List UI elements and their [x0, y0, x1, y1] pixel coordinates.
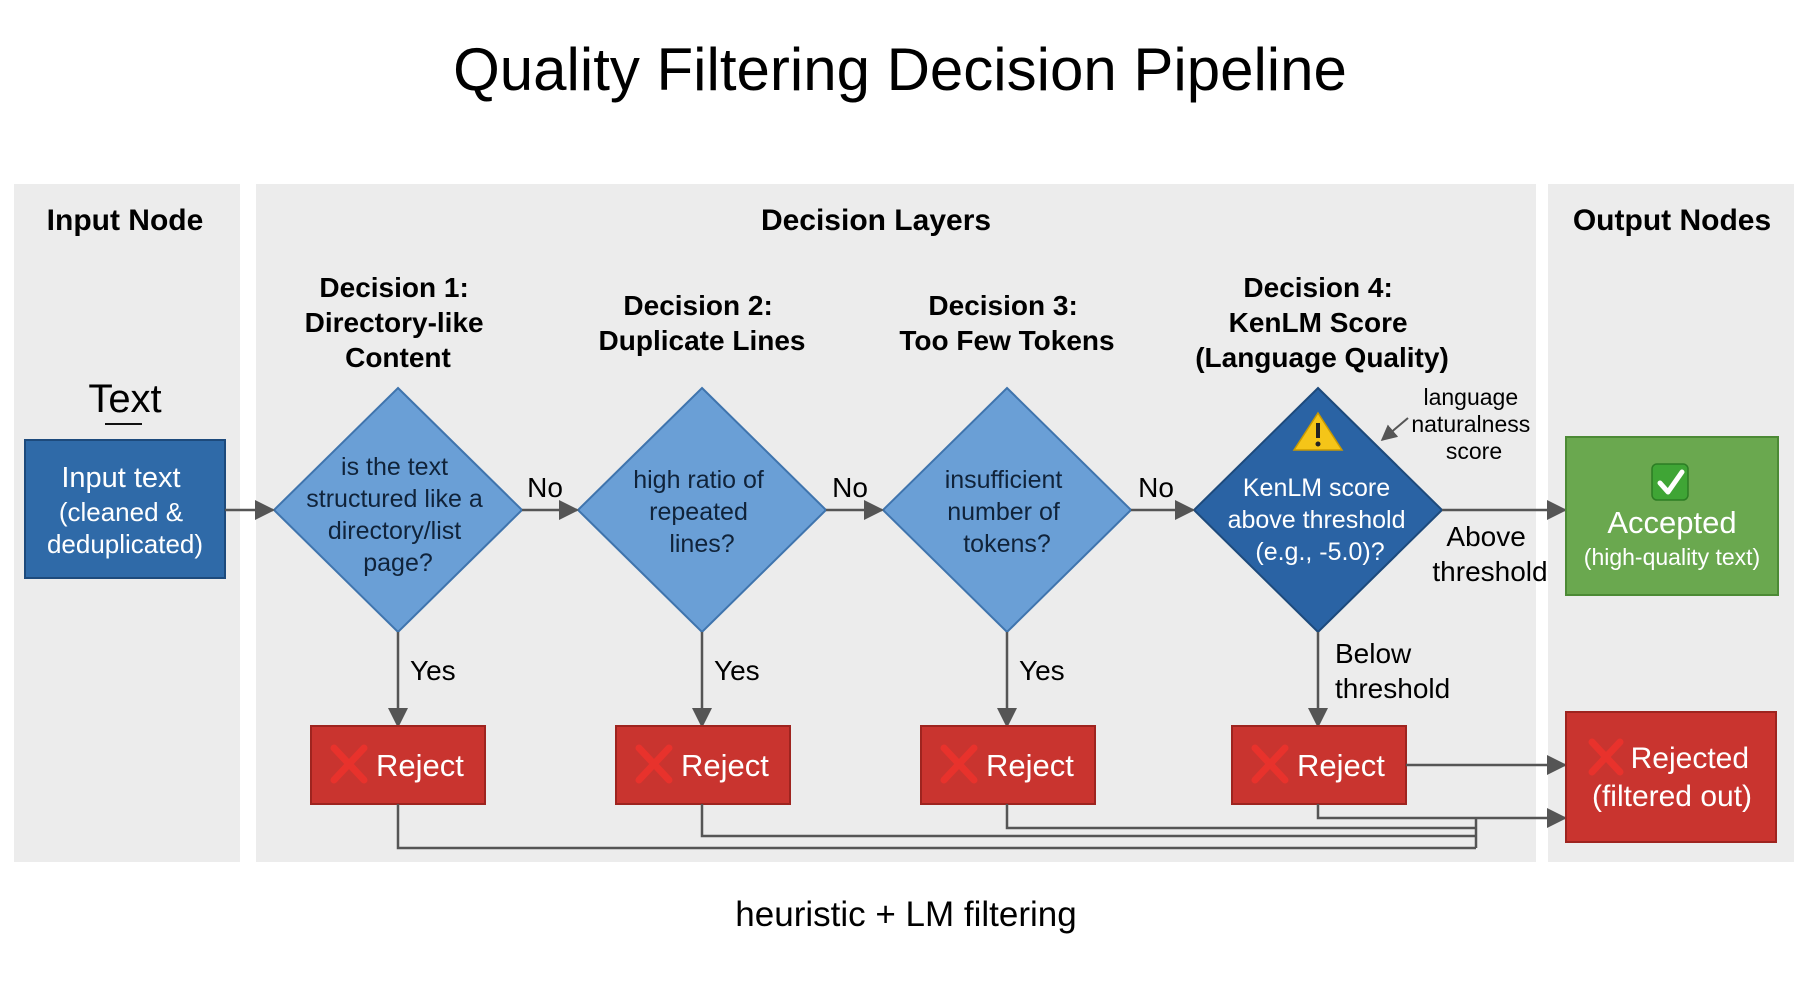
input-box-line: Input text [61, 462, 180, 494]
decision-3-title: Decision 3: Too Few Tokens [899, 290, 1114, 356]
reject-label: Reject [376, 748, 464, 783]
edge-label-above: Above threshold [1432, 521, 1547, 587]
accepted-sub: (high-quality text) [1584, 544, 1760, 570]
red-x-icon [940, 744, 978, 784]
decision-2-question: high ratio of repeated lines? [633, 466, 771, 558]
red-x-icon [1251, 744, 1289, 784]
decision-4-question: KenLM score above threshold (e.g., -5.0)… [1228, 474, 1413, 566]
edge-label-no: No [1138, 472, 1174, 503]
rejected-label: Rejected (filtered out) [1592, 742, 1757, 813]
decision-3-question: insufficient number of tokens? [945, 466, 1070, 558]
reject-box-1: Reject [310, 725, 486, 805]
edge-label-yes: Yes [410, 655, 456, 686]
decision-1-title: Decision 1: Directory-like Content [305, 272, 492, 373]
reject-box-3: Reject [920, 725, 1096, 805]
reject-label: Reject [1297, 748, 1385, 783]
red-x-icon [330, 744, 368, 784]
accepted-label: Accepted [1607, 505, 1736, 540]
warning-icon [1292, 411, 1344, 451]
diagram-caption: heuristic + LM filtering [735, 895, 1076, 934]
red-x-icon [635, 744, 673, 784]
section-title-input: Input Node [47, 204, 204, 237]
accepted-box: Accepted (high-quality text) [1565, 436, 1779, 596]
route-reject1 [396, 804, 1476, 850]
section-title-decisions: Decision Layers [761, 204, 991, 237]
check-icon [1651, 463, 1689, 501]
reject-box-4: Reject [1231, 725, 1407, 805]
input-box-line: deduplicated) [47, 529, 203, 559]
edge-label-yes: Yes [714, 655, 760, 686]
annotation-arrow [1380, 417, 1409, 442]
input-box-line: (cleaned & [59, 497, 183, 527]
reject-box-2: Reject [615, 725, 791, 805]
edge-label-no: No [527, 472, 563, 503]
edge-label-yes: Yes [1019, 655, 1065, 686]
route-reject4-bottom [1316, 804, 1476, 820]
kenlm-annotation: language naturalness score [1411, 384, 1536, 464]
rejected-box: Rejected (filtered out) [1565, 711, 1777, 843]
diagram-title: Quality Filtering Decision Pipeline [453, 36, 1347, 103]
edge-label-no: No [832, 472, 868, 503]
red-x-icon [1588, 738, 1624, 776]
input-heading: Text [88, 377, 161, 421]
section-title-output: Output Nodes [1573, 204, 1771, 237]
decision-2-title: Decision 2: Duplicate Lines [599, 290, 806, 356]
reject-label: Reject [986, 748, 1074, 783]
route-reject2 [700, 804, 1476, 838]
decision-4-title: Decision 4: KenLM Score (Language Qualit… [1195, 272, 1449, 373]
decision-1-question: is the text structured like a directory/… [306, 453, 489, 577]
route-reject3 [1005, 804, 1476, 830]
reject-label: Reject [681, 748, 769, 783]
input-box-text: Input text (cleaned & deduplicated) [47, 462, 203, 559]
edge-label-below: Below threshold [1335, 638, 1450, 704]
